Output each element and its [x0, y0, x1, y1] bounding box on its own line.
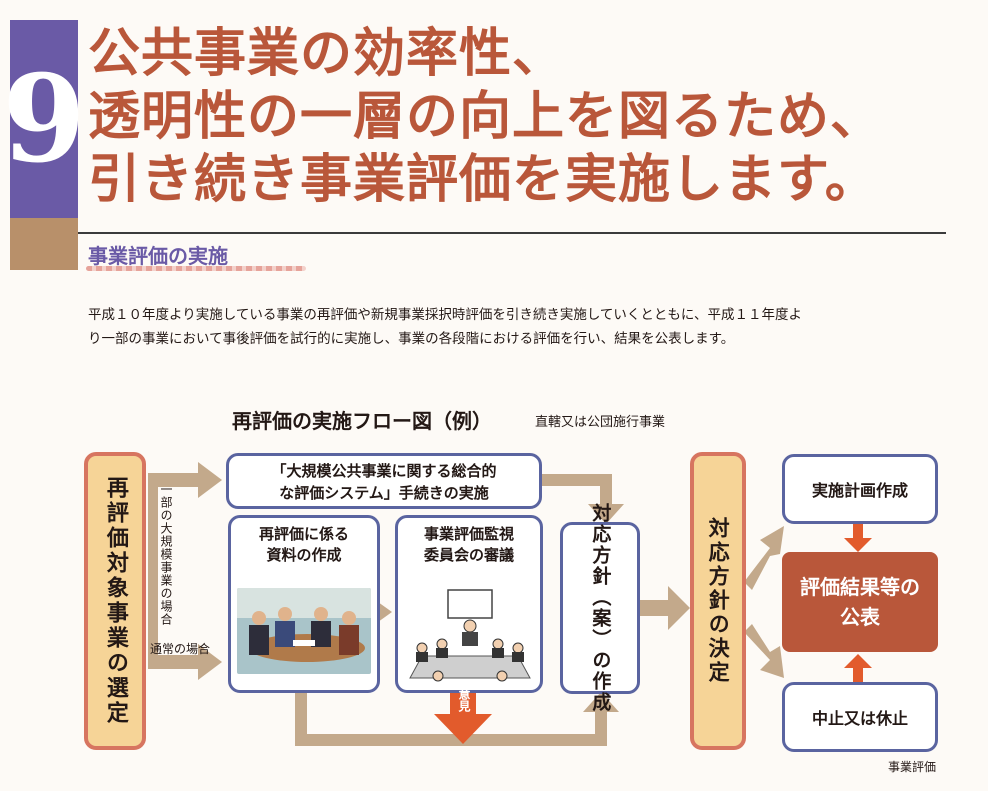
arrow-decision-to-plan: [744, 526, 784, 590]
footer-label: 事業評価: [887, 760, 936, 774]
large-system-line-2: な評価システム」手続きの実施: [279, 484, 489, 502]
intro-line-2: り一部の事業において事後評価を試行的に実施し、事業の各段階における評価を行い、結…: [88, 331, 735, 347]
plan-box: 実施計画作成: [782, 454, 938, 524]
arrow-materials-to-committee: [378, 602, 392, 622]
bottom-loop-connector: [295, 734, 607, 746]
materials-box: 再評価に係る 資料の作成: [228, 515, 380, 693]
section-subhead: 事業評価の実施: [88, 244, 228, 268]
title-line-2: 透明性の一層の向上を図るため、: [88, 87, 884, 147]
committee-illustration: [409, 589, 531, 682]
branch-connector: [148, 473, 158, 668]
arrow-to-large-system: [148, 473, 200, 487]
publication-line-1: 評価結果等の: [800, 575, 920, 599]
flow-subtitle: 直轄又は公団施行事業: [535, 415, 666, 430]
committee-line-1: 事業評価監視: [423, 525, 514, 543]
publication-line-2: 公表: [840, 605, 880, 629]
publication-box: 評価結果等の 公表: [782, 552, 938, 652]
decision-box: 対応方針の決定: [690, 452, 746, 750]
arrow-suspend-to-publication: [844, 654, 872, 668]
arrow-large-to-draft: [588, 504, 624, 524]
arrow-to-materials: [148, 655, 200, 669]
branch-normal-label: 通常の場合: [150, 642, 211, 656]
committee-line-2: 委員会の審議: [423, 546, 514, 564]
draft-policy-label: 対応方針（案）の作成: [589, 503, 612, 713]
flow-title: 再評価の実施フロー図（例）: [232, 409, 492, 433]
suspend-label: 中止又は休止: [811, 709, 908, 728]
title-line-3: 引き続き事業評価を実施します。: [88, 150, 878, 210]
meeting-photo: [237, 588, 371, 674]
subhead-underline: [86, 266, 306, 271]
intro-line-1: 平成１０年度より実施している事業の再評価や新規事業採択時評価を引き続き実施してい…: [88, 307, 803, 323]
materials-line-1: 再評価に係る: [258, 525, 349, 543]
draft-policy-box: 対応方針（案）の作成: [560, 503, 640, 713]
selection-label: 再評価対象事業の選定: [102, 476, 128, 726]
decision-label: 対応方針の決定: [706, 517, 731, 685]
committee-box: 事業評価監視 委員会の審議: [395, 515, 543, 693]
arrow-plan-to-publication: [844, 538, 872, 552]
section-number-tab-foot: [10, 218, 78, 270]
opinion-arrow: [450, 692, 476, 716]
section-number: 9: [2, 48, 86, 190]
section-number-tab: 9: [2, 20, 86, 218]
large-system-line-1: 「大規模公共事業に関する総合的: [271, 462, 497, 480]
large-system-box: 「大規模公共事業に関する総合的 な評価システム」手続きの実施: [226, 453, 542, 509]
materials-line-2: 資料の作成: [266, 546, 342, 564]
arrow-draft-to-decision: [668, 586, 690, 630]
selection-box: 再評価対象事業の選定: [84, 452, 146, 750]
branch-large-label: 一部の大規模事業の場合: [159, 483, 173, 626]
title-line-1: 公共事業の効率性、: [88, 24, 566, 84]
suspend-box: 中止又は休止: [782, 682, 938, 752]
opinion-label: 意見: [457, 688, 471, 712]
plan-label: 実施計画作成: [811, 481, 908, 500]
arrow-decision-to-suspend: [744, 624, 784, 678]
title-rule: [78, 232, 946, 234]
